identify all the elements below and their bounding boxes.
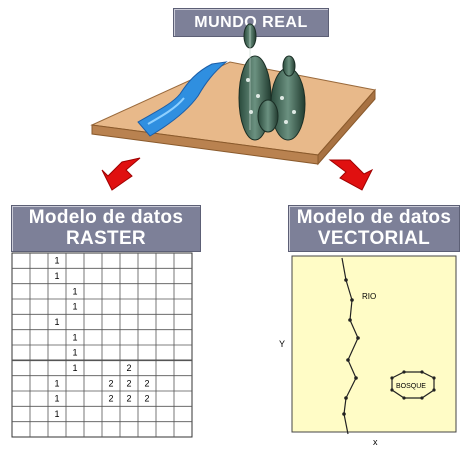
- raster-title-line2: RASTER: [66, 228, 146, 249]
- vector-model-banner: Modelo de datos VECTORIAL: [288, 205, 460, 252]
- raster-cell-value: 1: [72, 363, 77, 373]
- raster-cell-value: 1: [54, 378, 59, 388]
- raster-cell-value: 2: [126, 378, 131, 388]
- y-axis-label: Y: [279, 339, 285, 349]
- raster-cell-value: 2: [144, 394, 149, 404]
- real-world-board: [90, 61, 376, 166]
- raster-cell-value: 2: [126, 363, 131, 373]
- arrow-down-left-icon: [101, 157, 141, 191]
- river-label: RIO: [362, 292, 376, 301]
- raster-grid: 1 1 1 1 1 1 1 1 2 1 2 2 2 1 2 2 2 1: [11, 252, 193, 438]
- raster-cell-value: 1: [72, 332, 77, 342]
- arrow-down-right-icon: [328, 159, 374, 191]
- raster-cell-value: 1: [54, 409, 59, 419]
- raster-cell-value: 1: [54, 256, 59, 266]
- raster-cell-value: 1: [72, 348, 77, 358]
- vector-map-panel: [291, 255, 457, 433]
- raster-cell-value: 2: [126, 394, 131, 404]
- vector-title-line2: VECTORIAL: [317, 228, 431, 249]
- raster-cell-value: 1: [54, 271, 59, 281]
- raster-cell-value: 2: [108, 378, 113, 388]
- river-shape: [137, 61, 228, 137]
- x-axis-label: x: [373, 437, 378, 447]
- raster-cell-value: 1: [54, 394, 59, 404]
- raster-cell-value: 2: [108, 394, 113, 404]
- tree-icon: [257, 99, 279, 133]
- forest-label: BOSQUE: [396, 383, 426, 390]
- vector-title-line1: Modelo de datos: [296, 207, 452, 228]
- raster-cell-value: 1: [54, 317, 59, 327]
- forest-polygon: [390, 370, 436, 400]
- raster-cell-value: 1: [72, 286, 77, 296]
- river-line: [341, 257, 360, 435]
- raster-cell-value: 2: [144, 378, 149, 388]
- raster-model-banner: Modelo de datos RASTER: [11, 205, 201, 252]
- raster-cell-value: 1: [72, 302, 77, 312]
- tree-icon: [270, 55, 306, 141]
- raster-title-line1: Modelo de datos: [28, 207, 184, 228]
